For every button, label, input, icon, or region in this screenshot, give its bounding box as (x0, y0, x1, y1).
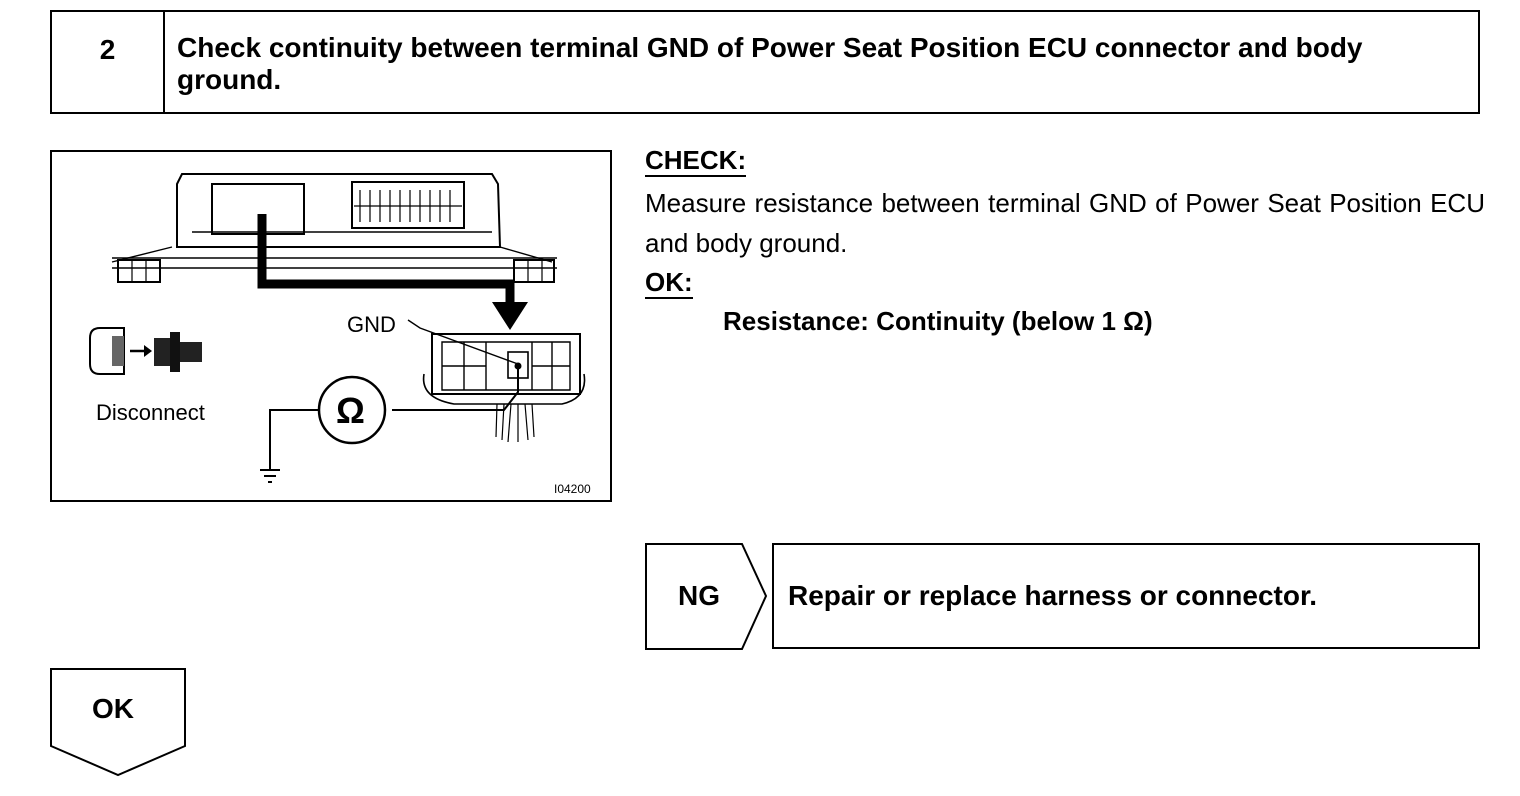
disconnect-icon (89, 327, 202, 375)
ng-label: NG (678, 580, 720, 611)
ok-heading: OK: (645, 267, 693, 299)
bracket-right-tab (513, 259, 555, 283)
harness-line (257, 214, 515, 302)
step-header: 2 Check continuity between terminal GND … (50, 10, 1480, 114)
ok-spec-value: Resistance: Continuity (below 1 Ω) (723, 306, 1153, 336)
connector (422, 333, 586, 405)
ecu-right-socket (351, 181, 465, 229)
check-section: CHECK: Measure resistance between termin… (645, 145, 1485, 337)
step-title: Check continuity between terminal GND of… (177, 32, 1363, 95)
ecu-housing (176, 173, 502, 248)
ng-action: Repair or replace harness or connector. (772, 543, 1480, 649)
ok-arrow-tag (50, 668, 186, 777)
step-number: 2 (52, 12, 165, 112)
gnd-terminal (514, 362, 522, 370)
ng-arrow-tag (645, 543, 768, 650)
ecu-diagram-svg (89, 173, 586, 483)
ecu-illustration: GND Ω Disconnect I04200 (50, 150, 612, 502)
gnd-label: GND (347, 312, 396, 337)
ground-symbol-icon (260, 469, 280, 483)
ecu-bracket (112, 257, 557, 269)
wire-bundle (495, 403, 535, 443)
ground-wire (269, 409, 319, 470)
check-text: Measure resistance between terminal GND … (645, 188, 1485, 258)
ohm-symbol: Ω (336, 390, 365, 431)
disconnect-label: Disconnect (96, 400, 205, 425)
harness-arrow (492, 302, 528, 330)
probe-wire (392, 368, 519, 411)
figure-code: I04200 (554, 482, 591, 496)
gnd-leader (407, 319, 519, 365)
check-heading: CHECK: (645, 145, 747, 177)
ok-branch-label: OK (92, 693, 134, 724)
bracket-left-tab (117, 259, 161, 283)
